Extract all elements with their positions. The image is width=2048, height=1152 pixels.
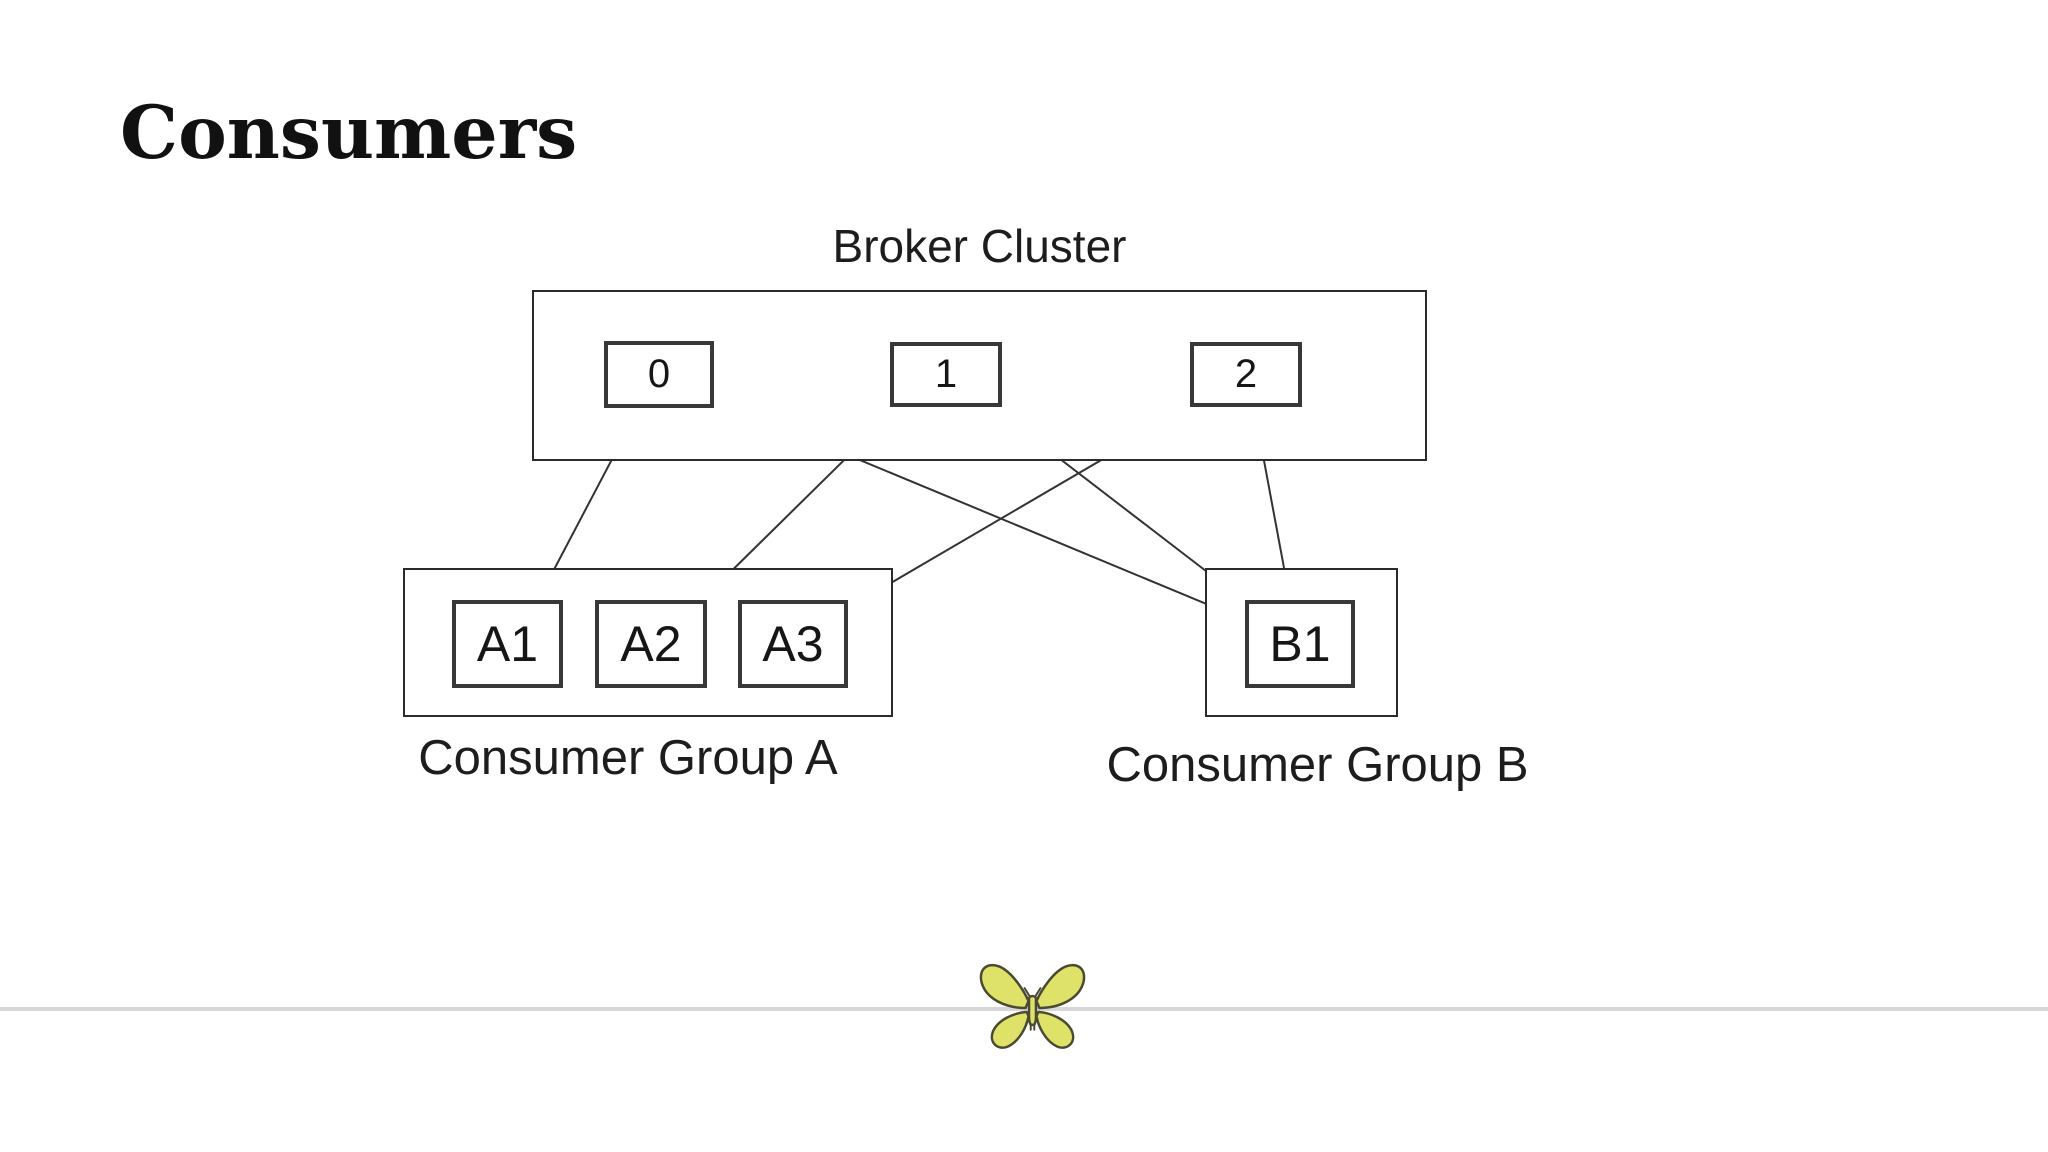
- partition-1: 1: [890, 342, 1002, 407]
- consumer-a3: A3: [738, 600, 848, 688]
- consumer-a1: A1: [452, 600, 563, 688]
- consumer-group-b-label: Consumer Group B: [1106, 738, 1529, 792]
- consumer-group-a-label: Consumer Group A: [418, 731, 838, 785]
- partition-0-label: 0: [647, 352, 671, 396]
- partition-2: 2: [1190, 342, 1302, 407]
- page-title: Consumers: [120, 90, 578, 176]
- consumer-a1-label: A1: [476, 616, 539, 672]
- partition-2-label: 2: [1234, 352, 1258, 396]
- partition-0: 0: [604, 341, 714, 408]
- broker-cluster-label: Broker Cluster: [832, 220, 1127, 272]
- consumer-a2-label: A2: [620, 616, 682, 672]
- consumer-b1-label: B1: [1269, 616, 1331, 672]
- partition-1-label: 1: [934, 352, 958, 396]
- butterfly-icon: [979, 963, 1086, 1049]
- consumer-a3-label: A3: [762, 616, 824, 672]
- consumer-b1: B1: [1245, 600, 1355, 688]
- consumer-a2: A2: [595, 600, 707, 688]
